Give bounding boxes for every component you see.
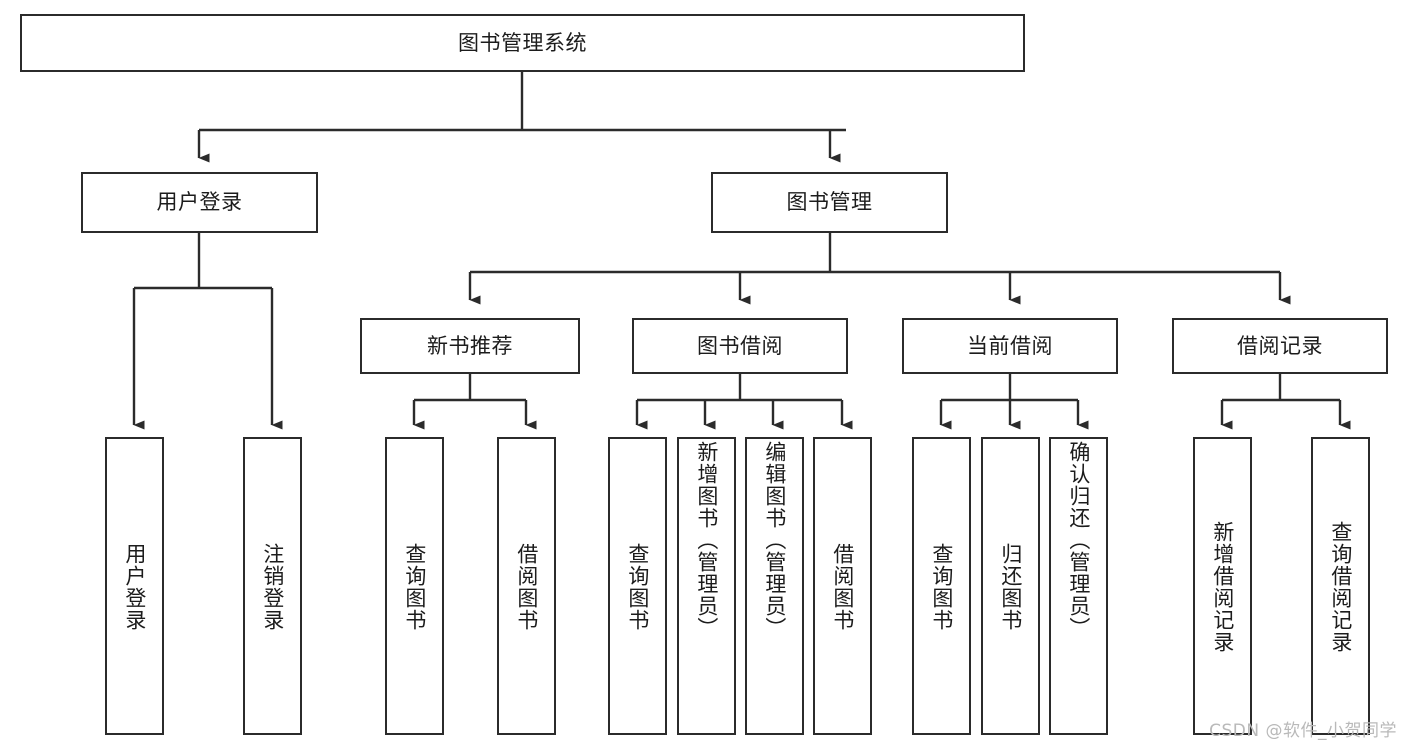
- node-label: 注销登录: [260, 543, 285, 631]
- node-label: 查询图书: [929, 543, 954, 631]
- node-label: 查询图书: [402, 543, 427, 631]
- node-book-borrowing[interactable]: 图书借阅: [632, 318, 848, 374]
- node-current-borrowing[interactable]: 当前借阅: [902, 318, 1118, 374]
- leaf-user-login[interactable]: 用户登录: [105, 437, 164, 735]
- node-label: 查询图书: [625, 543, 650, 631]
- node-label: 用户登录: [156, 190, 243, 215]
- node-label: 借阅记录: [1237, 333, 1323, 358]
- leaf-query-book-current[interactable]: 查询图书: [912, 437, 971, 735]
- leaf-edit-book-admin[interactable]: 编辑图书（管理员）: [745, 437, 804, 735]
- node-label: 图书管理: [786, 190, 873, 215]
- node-label: 图书管理系统: [458, 30, 587, 55]
- watermark: CSDN @软件_小贺同学: [1209, 721, 1397, 741]
- node-label: 用户登录: [122, 543, 147, 631]
- leaf-confirm-return-admin[interactable]: 确认归还（管理员）: [1049, 437, 1108, 735]
- node-label: 图书借阅: [697, 333, 783, 358]
- leaf-query-book-recommend[interactable]: 查询图书: [385, 437, 444, 735]
- node-label: 确认归还（管理员）: [1066, 441, 1091, 639]
- node-label: 新增借阅记录: [1210, 521, 1235, 653]
- leaf-logout[interactable]: 注销登录: [243, 437, 302, 735]
- node-user-login[interactable]: 用户登录: [81, 172, 318, 233]
- node-label: 归还图书: [998, 543, 1023, 631]
- node-book-management[interactable]: 图书管理: [711, 172, 948, 233]
- node-label: 借阅图书: [514, 543, 539, 631]
- leaf-add-book-admin[interactable]: 新增图书（管理员）: [677, 437, 736, 735]
- leaf-borrow-book-recommend[interactable]: 借阅图书: [497, 437, 556, 735]
- node-borrow-records[interactable]: 借阅记录: [1172, 318, 1388, 374]
- leaf-borrow-book[interactable]: 借阅图书: [813, 437, 872, 735]
- leaf-query-borrow-record[interactable]: 查询借阅记录: [1311, 437, 1370, 735]
- node-label: 新增图书（管理员）: [694, 441, 719, 639]
- leaf-add-borrow-record[interactable]: 新增借阅记录: [1193, 437, 1252, 735]
- node-label: 编辑图书（管理员）: [762, 441, 787, 639]
- leaf-query-book-borrow[interactable]: 查询图书: [608, 437, 667, 735]
- node-label: 当前借阅: [967, 333, 1053, 358]
- node-label: 查询借阅记录: [1328, 521, 1353, 653]
- leaf-return-book[interactable]: 归还图书: [981, 437, 1040, 735]
- node-label: 新书推荐: [427, 333, 513, 358]
- node-new-book-recommendation[interactable]: 新书推荐: [360, 318, 580, 374]
- node-label: 借阅图书: [830, 543, 855, 631]
- node-root-book-management-system[interactable]: 图书管理系统: [20, 14, 1025, 72]
